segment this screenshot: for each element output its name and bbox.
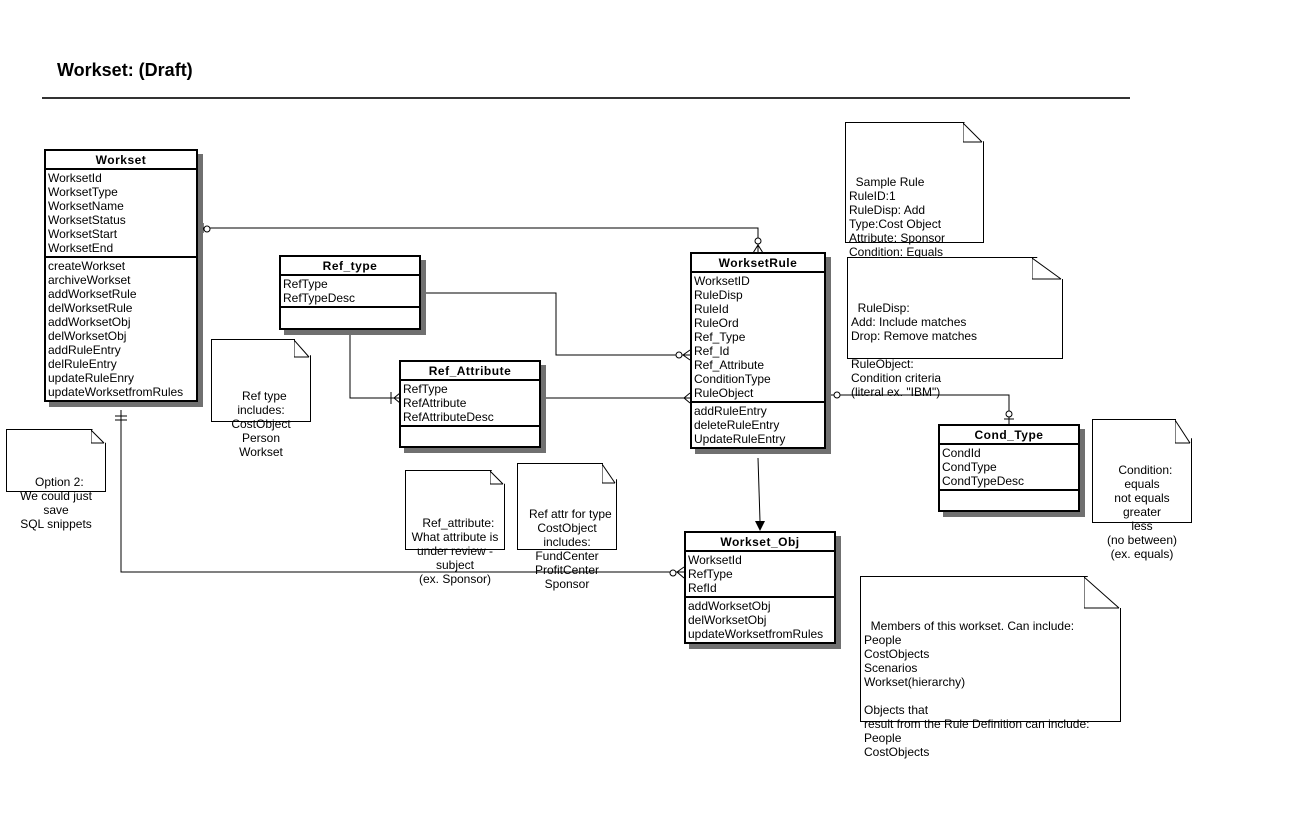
class-operations: createWorkset archiveWorkset addWorksetR… — [46, 258, 196, 400]
note-ref-type[interactable]: Ref type includes: CostObject Person Wor… — [211, 339, 311, 459]
note-fold-icon — [490, 471, 504, 485]
note-fold-icon — [1175, 420, 1191, 444]
attribute: CondType — [942, 460, 997, 474]
operation: delWorksetObj — [48, 329, 127, 343]
operation: addRuleEntry — [48, 343, 121, 357]
note-ref-attribute[interactable]: Ref_attribute: What attribute is under r… — [405, 470, 505, 586]
class-attributes: CondId CondType CondTypeDesc — [940, 445, 1078, 491]
note-condition[interactable]: Condition: equals not equals greater les… — [1092, 419, 1192, 561]
class-attributes: WorksetId WorksetType WorksetName Workse… — [46, 170, 196, 258]
attribute: WorksetEnd — [48, 241, 114, 255]
operation: createWorkset — [48, 259, 126, 273]
class-operations: addRuleEntry deleteRuleEntry UpdateRuleE… — [692, 403, 824, 447]
attribute: RefType — [403, 382, 448, 396]
note-ref-attr-type[interactable]: Ref attr for type CostObject includes: F… — [517, 463, 617, 591]
attribute: RuleDisp — [694, 288, 743, 302]
note-fold-icon — [963, 123, 983, 143]
class-operations — [401, 427, 539, 446]
class-operations: addWorksetObj delWorksetObj updateWorkse… — [686, 598, 834, 642]
note-text: Ref_attribute: What attribute is under r… — [411, 516, 499, 586]
note-rule-disp[interactable]: RuleDisp: Add: Include matches Drop: Rem… — [847, 257, 1063, 399]
attribute: Ref_Type — [694, 330, 746, 344]
page-title: Workset: (Draft) — [57, 60, 193, 80]
title-divider — [42, 97, 1130, 99]
class-name: Cond_Type — [940, 426, 1078, 445]
class-attributes: RefType RefTypeDesc — [281, 276, 419, 308]
operation: delRuleEntry — [48, 357, 117, 371]
attribute: Ref_Id — [694, 344, 730, 358]
attribute: ConditionType — [694, 372, 771, 386]
class-name: Workset — [46, 151, 196, 170]
attribute: Ref_Attribute — [694, 358, 765, 372]
note-fold-icon — [602, 464, 616, 484]
attribute: CondId — [942, 446, 981, 460]
workset-rule-class[interactable]: WorksetRule WorksetID RuleDisp RuleId Ru… — [690, 252, 826, 449]
operation: UpdateRuleEntry — [694, 432, 786, 446]
operation: archiveWorkset — [48, 273, 131, 287]
attribute: RefType — [688, 567, 733, 581]
class-attributes: WorksetID RuleDisp RuleId RuleOrd Ref_Ty… — [692, 273, 824, 403]
class-name: Workset_Obj — [686, 533, 834, 552]
workset-rule-line — [198, 227, 759, 252]
operation: addWorksetObj — [48, 315, 131, 329]
attribute: WorksetStatus — [48, 213, 126, 227]
reftype-refattr-line — [349, 331, 400, 399]
ref-type-class[interactable]: Ref_type RefType RefTypeDesc — [279, 255, 421, 330]
note-fold-icon — [294, 340, 310, 358]
note-text: RuleDisp: Add: Include matches Drop: Rem… — [851, 301, 978, 399]
note-members[interactable]: Members of this workset. Can include: Pe… — [860, 576, 1121, 759]
operation: delWorksetObj — [688, 613, 767, 627]
rule-obj-arrow — [757, 457, 761, 522]
operation: updateRuleEnry — [48, 371, 135, 385]
attribute: RefAttribute — [403, 396, 467, 410]
attribute: WorksetName — [48, 199, 124, 213]
operation: delWorksetRule — [48, 301, 133, 315]
cond-type-class[interactable]: Cond_Type CondId CondType CondTypeDesc — [938, 424, 1080, 512]
note-fold-icon — [91, 430, 105, 444]
note-text: Members of this workset. Can include: Pe… — [864, 619, 1090, 759]
workset-class[interactable]: Workset WorksetId WorksetType WorksetNam… — [44, 149, 198, 402]
class-name: Ref_Attribute — [401, 362, 539, 381]
note-text: Option 2: We could just save SQL snippet… — [20, 475, 92, 531]
ref-attribute-class[interactable]: Ref_Attribute RefType RefAttribute RefAt… — [399, 360, 541, 448]
operation: addWorksetObj — [688, 599, 771, 613]
attribute: CondTypeDesc — [942, 474, 1025, 488]
attribute: RuleId — [694, 302, 729, 316]
operation: addRuleEntry — [694, 404, 767, 418]
attribute: RefId — [688, 581, 717, 595]
reftype-rule-line — [422, 292, 690, 356]
operation: updateWorksetfromRules — [688, 627, 824, 641]
attribute: RefType — [283, 277, 328, 291]
attribute: WorksetID — [694, 274, 750, 288]
note-fold-icon — [1084, 577, 1120, 609]
note-sample-rule[interactable]: Sample Rule RuleID:1 RuleDisp: Add Type:… — [845, 122, 984, 273]
attribute: RefAttributeDesc — [403, 410, 494, 424]
attribute: WorksetStart — [48, 227, 118, 241]
attribute: WorksetId — [688, 553, 742, 567]
note-fold-icon — [1032, 258, 1062, 280]
attribute: RefTypeDesc — [283, 291, 356, 305]
workset-obj-line — [120, 410, 684, 573]
note-text: Ref attr for type CostObject includes: F… — [528, 507, 612, 591]
rule-condtype-line — [825, 394, 1010, 424]
attribute: RuleOrd — [694, 316, 739, 330]
class-attributes: RefType RefAttribute RefAttributeDesc — [401, 381, 539, 427]
class-attributes: WorksetId RefType RefId — [686, 552, 834, 598]
attribute: RuleObject — [694, 386, 754, 400]
class-operations — [940, 491, 1078, 510]
operation: addWorksetRule — [48, 287, 137, 301]
note-text: Ref type includes: CostObject Person Wor… — [231, 389, 291, 459]
class-name: Ref_type — [281, 257, 419, 276]
operation: deleteRuleEntry — [694, 418, 780, 432]
class-operations — [281, 308, 419, 328]
class-name: WorksetRule — [692, 254, 824, 273]
note-text: Condition: equals not equals greater les… — [1106, 463, 1178, 561]
workset-obj-class[interactable]: Workset_Obj WorksetId RefType RefId addW… — [684, 531, 836, 644]
attribute: WorksetId — [48, 171, 102, 185]
note-option2[interactable]: Option 2: We could just save SQL snippet… — [6, 429, 106, 531]
operation: updateWorksetfromRules — [48, 385, 184, 399]
attribute: WorksetType — [48, 185, 118, 199]
